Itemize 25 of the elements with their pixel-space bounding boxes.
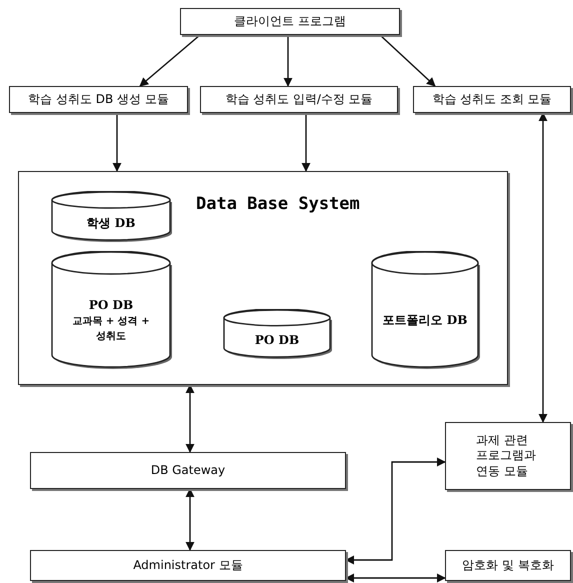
database-label: 교과목 + 성격 + 성취도 xyxy=(71,314,151,344)
database-label: PO DB xyxy=(88,296,134,314)
arrow xyxy=(345,574,446,582)
database-label: PO DB xyxy=(254,332,300,350)
module-box: DB Gateway xyxy=(30,452,346,489)
arrow xyxy=(380,34,436,87)
arrow xyxy=(139,34,200,87)
arrow xyxy=(538,112,548,423)
arrow xyxy=(186,384,194,453)
module-box: 과제 관련 프로그램과 연동 모듈 xyxy=(445,422,571,490)
module-box: 학습 성취도 조회 모듈 xyxy=(413,86,571,113)
system-panel xyxy=(18,171,508,385)
arrow xyxy=(186,488,194,551)
module-box: 학습 성취도 입력/수정 모듈 xyxy=(200,86,398,113)
arrow xyxy=(345,458,446,564)
database-label: 학생 DB xyxy=(86,215,136,232)
module-box: 학습 성취도 DB 생성 모듈 xyxy=(9,86,188,113)
database-label: 포트폴리오 DB xyxy=(382,312,468,328)
module-box: 클라이언트 프로그램 xyxy=(180,8,400,35)
arrow xyxy=(302,113,310,172)
module-box: 암호화 및 복호화 xyxy=(445,550,571,581)
arrow xyxy=(112,113,122,172)
module-box: Administrator 모듈 xyxy=(30,550,346,581)
arrow xyxy=(284,35,292,87)
panel-title: Data Base System xyxy=(196,194,360,214)
